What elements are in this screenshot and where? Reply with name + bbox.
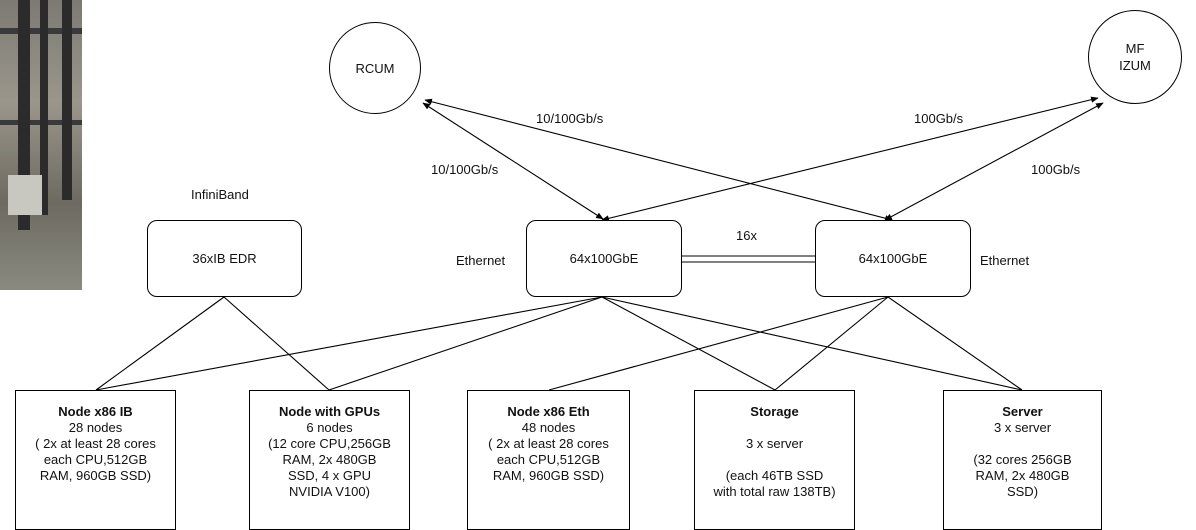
storage-box: Storage 3 x server (each 46TB SSD with t…: [694, 390, 855, 530]
connection-lines: [95, 96, 1104, 391]
mf-izum-circle: MF IZUM: [1088, 10, 1182, 104]
node-description: 3 x server (32 cores 256GB RAM, 2x 480GB…: [973, 420, 1072, 499]
node-title: Node x86 IB: [58, 404, 133, 419]
ethernet-switch-1: 64x100GbE: [526, 220, 682, 297]
infiniband-switch: 36xIB EDR: [147, 220, 302, 297]
ethernet-right-label: Ethernet: [980, 253, 1030, 268]
node-title: Node x86 Eth: [507, 404, 590, 419]
mf-right-link-label: 100Gb/s: [1031, 162, 1081, 177]
node-title: Node with GPUs: [278, 404, 381, 419]
ethernet-switch-2: 64x100GbE: [815, 220, 971, 297]
node-title: Server: [1002, 404, 1043, 419]
node-description: 28 nodes ( 2x at least 28 cores each CPU…: [35, 420, 156, 483]
rcum-circle: RCUM: [329, 22, 421, 114]
mf-cross-link-label: 100Gb/s: [914, 111, 964, 126]
background-photo: [0, 0, 82, 290]
rcum-left-link-label: 10/100Gb/s: [431, 162, 499, 177]
node-title: Storage: [750, 404, 799, 419]
node-x86-eth-box: Node x86 Eth 48 nodes ( 2x at least 28 c…: [467, 390, 630, 530]
node-description: 3 x server (each 46TB SSD with total raw…: [713, 436, 836, 499]
infiniband-label: InfiniBand: [191, 187, 249, 202]
node-description: 6 nodes (12 core CPU,256GB RAM, 2x 480GB…: [268, 420, 391, 499]
node-description: 48 nodes ( 2x at least 28 cores each CPU…: [488, 420, 609, 483]
ethernet-switch-2-label: 64x100GbE: [858, 251, 928, 266]
server-box: Server 3 x server (32 cores 256GB RAM, 2…: [943, 390, 1102, 530]
node-x86-ib-box: Node x86 IB 28 nodes ( 2x at least 28 co…: [15, 390, 176, 530]
ethernet-switch-1-label: 64x100GbE: [569, 251, 639, 266]
ethernet-left-label: Ethernet: [456, 253, 506, 268]
rcum-cross-link-label: 10/100Gb/s: [536, 111, 604, 126]
infiniband-switch-label: 36xIB EDR: [192, 251, 257, 266]
mf-label: MF: [1125, 41, 1145, 56]
node-with-gpus-box: Node with GPUs 6 nodes (12 core CPU,256G…: [249, 390, 410, 530]
rcum-label: RCUM: [355, 60, 395, 76]
izum-label: IZUM: [1119, 58, 1151, 73]
interswitch-link-label: 16x: [736, 228, 757, 243]
